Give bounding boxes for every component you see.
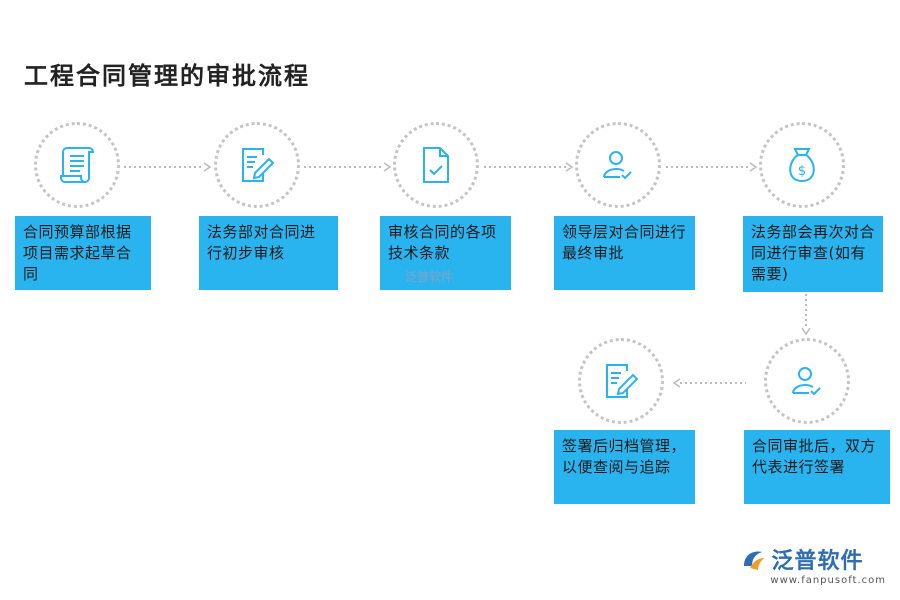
check-document-icon [423, 147, 449, 183]
step-6-box: 合同审批后，双方代表进行签署 [744, 430, 890, 504]
step-7-box: 签署后归档管理，以便查阅与追踪 [554, 430, 695, 504]
arrow-1-2 [124, 162, 212, 172]
step-2-circle [214, 122, 300, 208]
arrow-2-3 [304, 162, 392, 172]
edit-document-icon [242, 148, 275, 182]
logo-url: www.fanpusoft.com [770, 575, 886, 586]
arrow-3-4 [484, 162, 574, 172]
step-4-circle [575, 122, 661, 208]
edit-document-icon [606, 364, 639, 398]
arrow-4-5 [666, 162, 758, 172]
user-check-icon [602, 151, 632, 180]
diagram-title: 工程合同管理的审批流程 [24, 61, 310, 90]
step-1-box: 合同预算部根据项目需求起草合同 [15, 216, 151, 290]
arrow-6-7 [672, 378, 746, 388]
step-4-box: 领导层对合同进行最终审批 [554, 216, 695, 290]
step-5-circle: $ [759, 122, 845, 208]
logo-icon [744, 551, 765, 570]
watermark: 泛普软件 [405, 270, 454, 284]
brand-logo: 泛普软件 www.fanpusoft.com [740, 543, 886, 586]
step-5-box: 法务部会再次对合同进行审查(如有需要) [743, 216, 883, 292]
user-check-icon [791, 367, 821, 396]
step-2-box: 法务部对合同进行初步审核 [199, 216, 338, 290]
svg-text:$: $ [798, 164, 806, 179]
logo-name: 泛普软件 [771, 549, 864, 574]
step-1-circle [34, 122, 120, 208]
step-3-circle [393, 122, 479, 208]
arrow-5-6 [801, 294, 811, 336]
step-3-box: 审核合同的各项技术条款 [380, 216, 511, 290]
scroll-document-icon [60, 147, 95, 183]
money-bag-icon: $ [789, 148, 815, 183]
step-6-circle [764, 338, 850, 424]
step-7-circle [578, 338, 664, 424]
